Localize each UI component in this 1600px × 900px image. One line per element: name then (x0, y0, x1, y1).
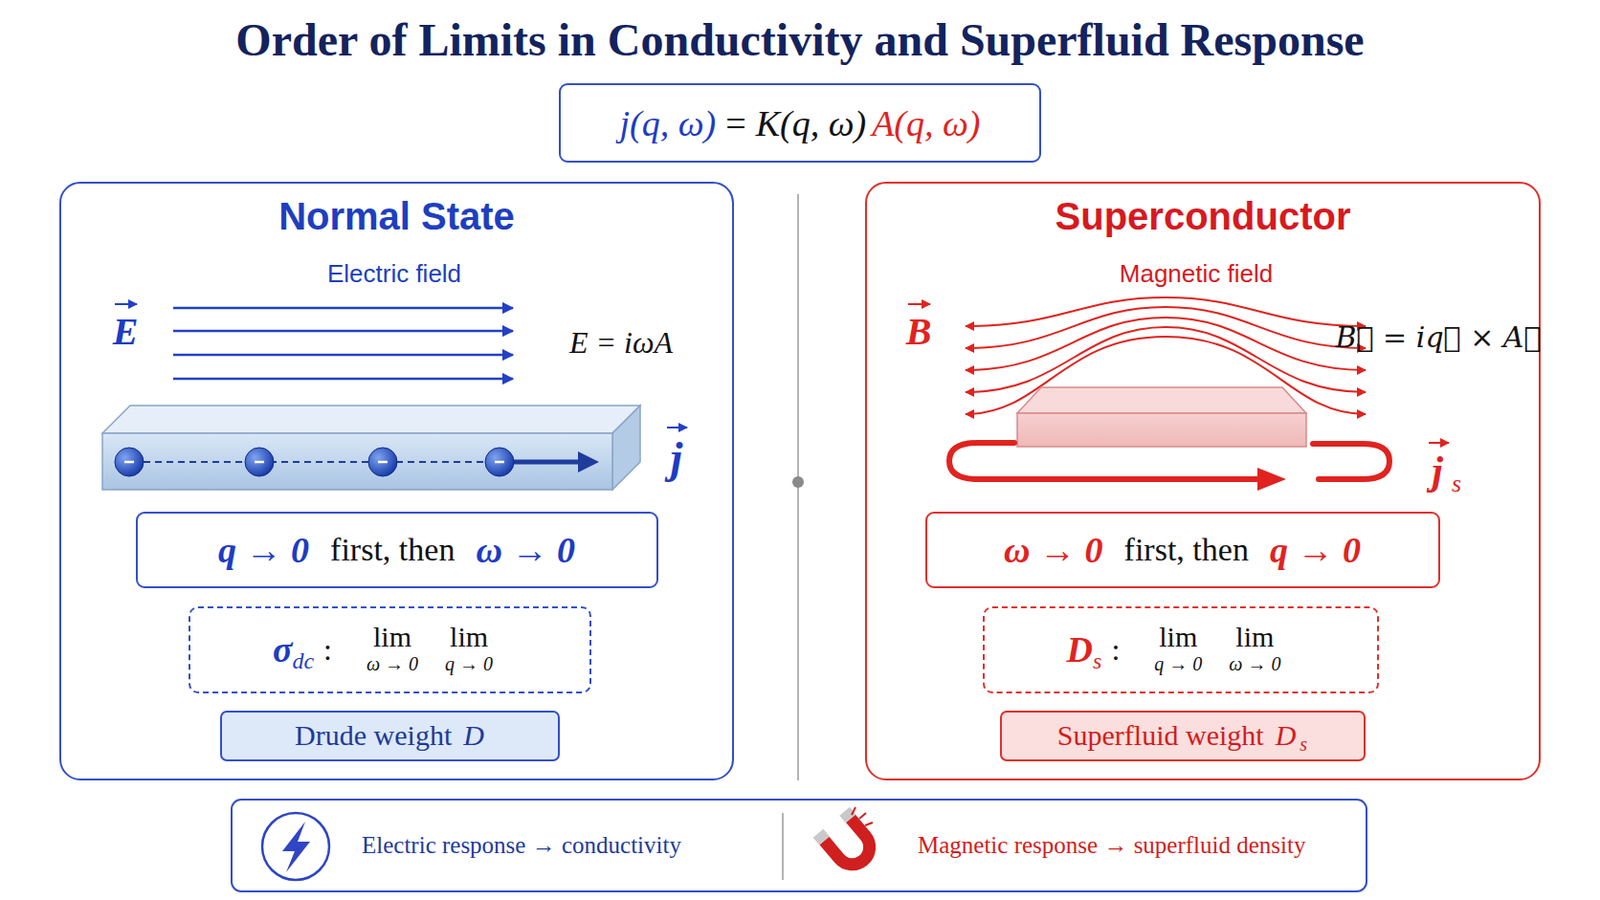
limit-formula-box: Ds:limq → 0limω → 0 (982, 606, 1379, 694)
node-text: lim (373, 622, 412, 652)
superconductor-slab (1017, 387, 1307, 447)
magnetic-field-lines (965, 297, 1366, 415)
summary-box: Electric response → conductivity Magnetic… (230, 799, 1368, 893)
node-text: dc (291, 648, 314, 675)
node-text: ω → 0 (1228, 651, 1281, 677)
legend-divider (781, 813, 784, 881)
electron-chain (114, 447, 600, 477)
limit-stack: limω → 0 (1228, 622, 1281, 677)
limit-formula-box: σdc:limω → 0limq → 0 (188, 606, 592, 694)
diagram-title: Order of Limits in Conductivity and Supe… (0, 13, 1600, 67)
weight-box: Drude weight D (220, 711, 560, 762)
limit-stack: limq → 0 (1154, 622, 1202, 677)
node-text: ω → 0 (366, 651, 419, 677)
node-text: Electric response → conductivity (361, 832, 682, 860)
node-text: q → 0 (1154, 651, 1202, 677)
panel-divider (792, 194, 804, 781)
node-text: A(q, ω) (871, 102, 980, 145)
magnet-icon (813, 807, 883, 877)
electric-field-lines (173, 308, 513, 379)
lightning-icon (262, 813, 330, 881)
magnet-sparks (851, 807, 873, 826)
node-text: q → 0 (218, 529, 310, 572)
node-text: Normal State (61, 195, 733, 239)
node-text: Superfluid weight (1057, 719, 1265, 753)
node-text: D (1066, 628, 1093, 671)
node-text: ω → 0 (475, 529, 575, 572)
limit-order-box: q → 0 first, then ω → 0 (135, 511, 659, 589)
limit-stack: limq → 0 (444, 622, 493, 677)
node-text: j(q, ω) (620, 102, 717, 145)
node-text: lim (449, 622, 489, 652)
vector-arrows (114, 304, 1449, 444)
node-text: D (463, 719, 485, 753)
node-text: q → 0 (444, 651, 493, 677)
node-text: first, then (330, 532, 455, 569)
node-text: lim (1158, 622, 1198, 652)
node-text: : (1111, 632, 1120, 668)
node-text: D (1275, 719, 1297, 753)
node-text: K(q, ω) (755, 102, 867, 145)
node-text: : (323, 632, 333, 668)
panel-normal: Normal State q → 0 first, then ω → 0 σdc: lim… (59, 181, 734, 781)
node-text: Drude weight (294, 719, 452, 753)
node-text: first, then (1124, 532, 1249, 569)
node-text: Magnetic response → superfluid density (917, 832, 1306, 860)
limit-stack: limω → 0 (366, 622, 419, 677)
weight-box: Superfluid weight Ds (1000, 711, 1366, 762)
limit-order-box: ω → 0 first, then q → 0 (925, 511, 1441, 589)
node-text: s (1299, 733, 1308, 756)
conductor-bar (102, 405, 641, 490)
node-text: q → 0 (1269, 529, 1361, 572)
node-text: = (725, 102, 746, 145)
formula-box: j(q, ω)=K(q, ω)A(q, ω) (558, 83, 1042, 163)
node-text: lim (1235, 622, 1274, 652)
panel-superconductor: Superconductor ω → 0 first, then q → 0 Ds: li… (865, 181, 1541, 781)
node-text: ω → 0 (1003, 529, 1103, 572)
node-text: Superconductor (866, 195, 1539, 239)
supercurrent-loop (949, 443, 1390, 491)
node-text: σ (272, 628, 292, 671)
node-text: s (1092, 648, 1102, 675)
